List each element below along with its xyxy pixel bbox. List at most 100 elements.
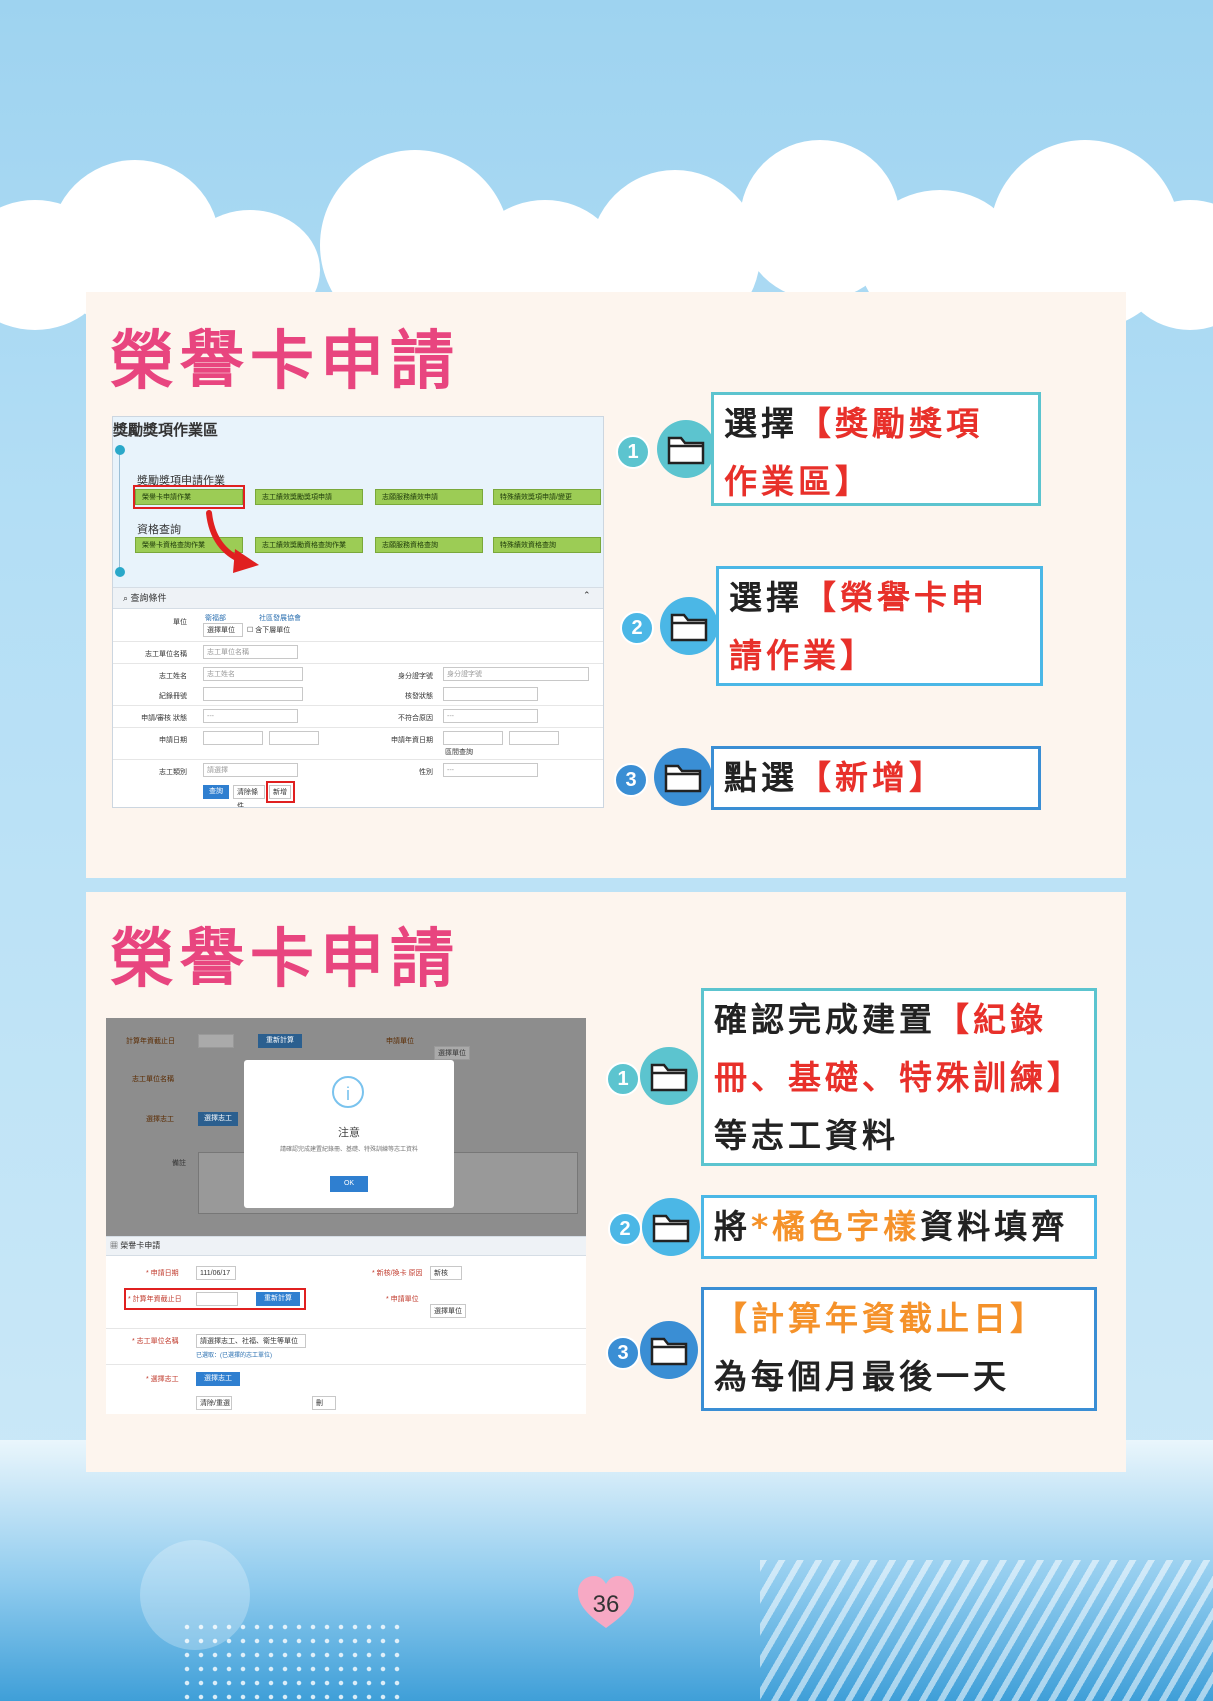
unit-button[interactable]: 選擇單位 [430, 1304, 466, 1318]
query-button[interactable]: 查詢 [203, 785, 229, 799]
callout-s2-1: 確認完成建置【紀錄 冊、基礎、特殊訓練】 等志工資料 [701, 988, 1097, 1166]
delete-button[interactable]: 刪 [312, 1396, 336, 1410]
dim-note-label: 備註 [172, 1160, 186, 1167]
apply-date-start[interactable] [203, 731, 263, 745]
section1-screenshot: 獎勵獎項作業區 獎勵獎項申請作業 榮譽卡申請作業 志工績效獎勵獎項申請 志願服務… [112, 416, 604, 808]
year-end-input[interactable] [196, 1292, 238, 1306]
page-number: 36 [592, 1591, 620, 1618]
add-button[interactable]: 新增 [269, 785, 291, 799]
year-date-start[interactable] [443, 731, 503, 745]
unit-label: * 申請單位 [386, 1296, 419, 1303]
group1-button-4[interactable]: 特殊績效獎項申請/變更 [493, 489, 601, 505]
dim-calc-button: 重新計算 [258, 1034, 302, 1048]
step-badge: 3 [606, 1336, 640, 1370]
timeline-dot-icon [115, 445, 125, 455]
callout-s2-3: 【計算年資截止日】 為每個月最後一天 [701, 1287, 1097, 1411]
highlight-box [266, 781, 295, 803]
type-label: 志工類別 [159, 769, 187, 776]
dim-select-label: 選擇志工 [146, 1116, 174, 1123]
folder-icon [654, 748, 712, 806]
highlight-box [133, 485, 245, 509]
modal-message: 請確認完成建置紀錄冊、基礎、特殊訓練等志工資料 [279, 1147, 418, 1153]
apply-date-label: * 申請日期 [146, 1270, 179, 1277]
modal-title: 注意 [338, 1127, 360, 1139]
unit-label: 單位 [173, 619, 187, 626]
eligible-select[interactable]: --- [443, 709, 538, 723]
notice-modal: i 注意 請確認完成建置紀錄冊、基礎、特殊訓練等志工資料 OK [244, 1060, 454, 1208]
apply-type-select[interactable]: 新核 [430, 1266, 462, 1280]
org-select[interactable]: 請選擇志工、社福、衛生等單位 [196, 1334, 306, 1348]
book-input[interactable] [203, 687, 303, 701]
status-select[interactable] [443, 687, 538, 701]
step-badge: 2 [620, 611, 654, 645]
dim-unit-label: 申請單位 [386, 1038, 414, 1045]
select-unit-button[interactable]: 選擇單位 [203, 623, 243, 637]
highlight-box [124, 1288, 306, 1310]
group1-button-2[interactable]: 志工績效獎勵獎項申請 [255, 489, 363, 505]
section2-screenshot: 計算年資截止日 重新計算 申請單位 選擇單位 志工單位名稱 選擇志工 選擇志工 … [106, 1018, 586, 1414]
group2-button-4[interactable]: 特殊績效資格查詢 [493, 537, 601, 553]
name-label: 志工姓名 [159, 673, 187, 680]
include-sub-unit-checkbox[interactable]: ☐ 含下層單位 [247, 627, 291, 634]
unit-link-2[interactable]: 社區發展協會 [259, 615, 301, 622]
dim-select-button: 選擇志工 [198, 1112, 238, 1126]
reselect-button[interactable]: 清除/重選 [196, 1396, 232, 1410]
water-dots [180, 1620, 400, 1700]
eligible-label: 不符合原因 [398, 715, 433, 722]
apply-type-label: * 新核/換卡 原因 [372, 1270, 423, 1277]
gender-select[interactable]: --- [443, 763, 538, 777]
group2-label: 資格查詢 [137, 524, 181, 536]
year-date-label: 申請年資日期 [391, 737, 433, 744]
book-label: 紀錄冊號 [159, 693, 187, 700]
id-label: 身分證字號 [398, 673, 433, 680]
type-select[interactable]: 請選擇 [203, 763, 298, 777]
org-input[interactable]: 志工單位名稱 [203, 645, 298, 659]
folder-icon [640, 1047, 698, 1105]
audit-label: 申請/審核 狀態 [141, 715, 187, 722]
step-badge: 2 [608, 1212, 642, 1246]
info-icon: i [332, 1076, 364, 1108]
org-label: * 志工單位名稱 [132, 1338, 179, 1345]
apply-date-label: 申請日期 [159, 737, 187, 744]
recalc-button[interactable]: 重新計算 [256, 1292, 300, 1306]
dim-org-label: 志工單位名稱 [132, 1076, 174, 1083]
red-arrow-icon [206, 510, 259, 573]
timeline-dot-icon [115, 567, 125, 577]
org-note: 已選取：(已選擇的志工單位) [196, 1353, 272, 1359]
year-end-label: * 計算年資截止日 [128, 1296, 182, 1303]
group2-button-2[interactable]: 志工績效獎勵資格查詢作業 [255, 537, 363, 553]
section1-title: 榮譽卡申請 [110, 325, 460, 399]
gender-label: 性別 [419, 769, 433, 776]
section2-title: 榮譽卡申請 [110, 923, 460, 997]
audit-select[interactable]: --- [203, 709, 298, 723]
name-input[interactable]: 志工姓名 [203, 667, 303, 681]
form-header: ▦ 榮譽卡申請 [110, 1241, 161, 1250]
group2-button-3[interactable]: 志願服務資格查詢 [375, 537, 483, 553]
modal-ok-button[interactable]: OK [330, 1176, 368, 1192]
group1-label: 獎勵獎項申請作業 [137, 475, 225, 487]
select-label: * 選擇志工 [146, 1376, 179, 1383]
clear-button[interactable]: 清除條件 [233, 785, 265, 807]
folder-icon [657, 420, 715, 478]
group1-button-3[interactable]: 志願服務績效申請 [375, 489, 483, 505]
callout-s2-2: 將*橘色字樣資料填齊 [701, 1195, 1097, 1259]
status-label: 核發狀態 [405, 693, 433, 700]
select-volunteer-button[interactable]: 選擇志工 [196, 1372, 240, 1386]
honor-card-apply-button[interactable]: 榮譽卡申請作業 [135, 489, 243, 505]
apply-date-input[interactable]: 111/06/17 [196, 1266, 236, 1280]
heart-icon [578, 1576, 634, 1628]
callout-s1-2: 選擇【榮譽卡申 請作業】 [716, 566, 1043, 686]
dim-unit-button: 選擇單位 [434, 1046, 470, 1060]
callout-s1-3: 點選【新增】 [711, 746, 1041, 810]
id-input[interactable]: 身分證字號 [443, 667, 589, 681]
org-label: 志工單位名稱 [145, 651, 187, 658]
year-date-end[interactable] [509, 731, 559, 745]
folder-icon [660, 597, 718, 655]
apply-date-end[interactable] [269, 731, 319, 745]
step-badge: 1 [616, 435, 650, 469]
unit-link-1[interactable]: 衛福部 [205, 615, 226, 622]
collapse-icon[interactable]: ⌃ [583, 590, 591, 600]
screenshot-heading: 獎勵獎項作業區 [113, 422, 219, 439]
year-date-note: 區間查詢 [445, 749, 473, 756]
dim-year-label: 計算年資截止日 [126, 1038, 175, 1045]
